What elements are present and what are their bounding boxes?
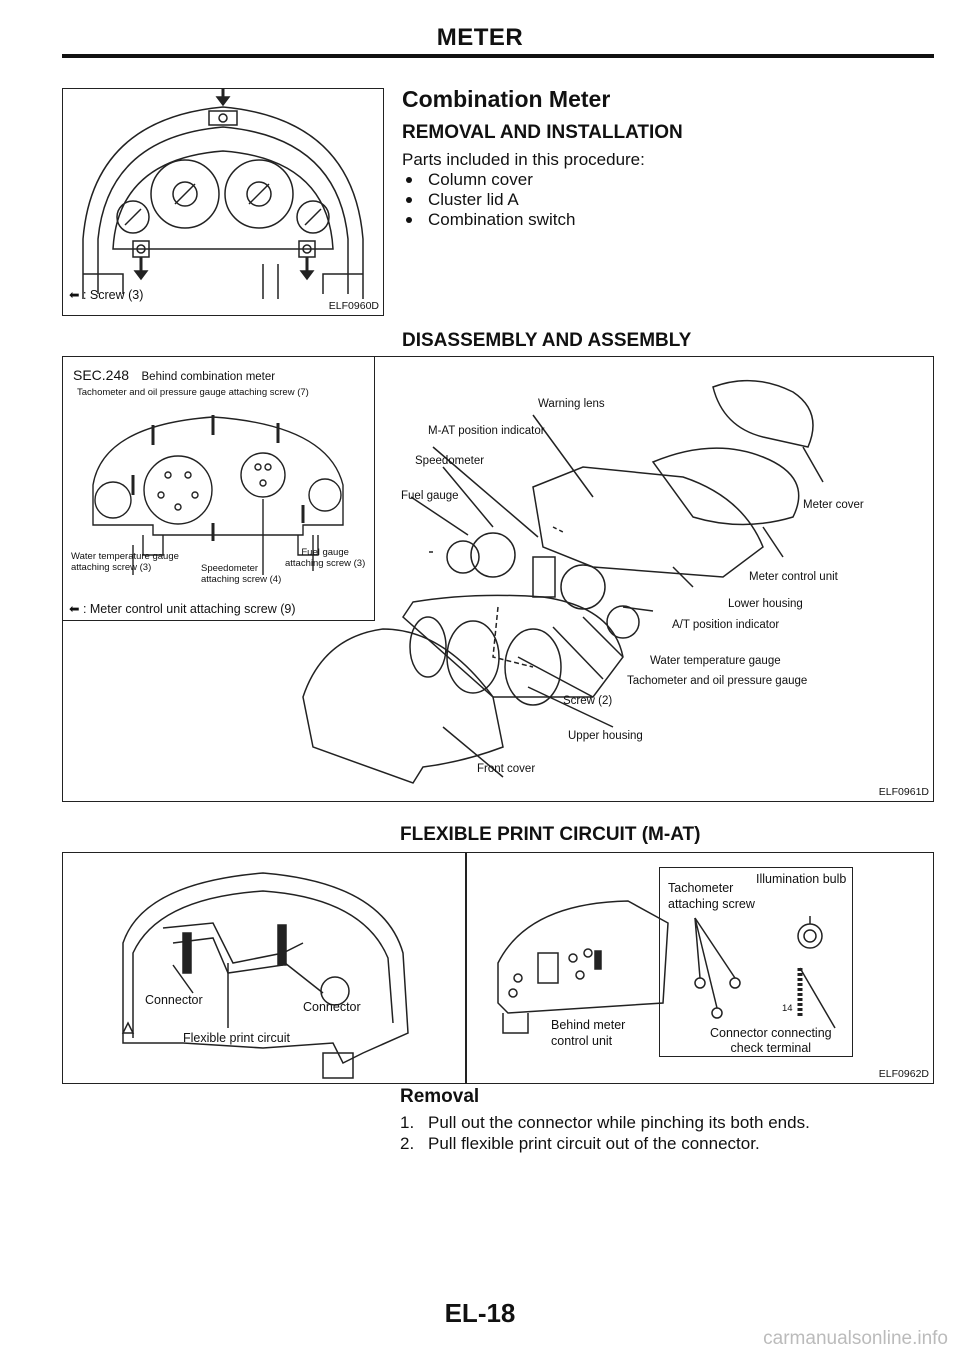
sec-caption: Behind combination meter <box>141 371 276 383</box>
parts-intro: Parts included in this procedure: <box>402 150 645 169</box>
figure-divider <box>465 853 467 1083</box>
label-mat-position: M-AT position indicator <box>428 425 545 437</box>
label-tach-oil: Tachometer and oil pressure gauge <box>627 675 808 687</box>
connector-check-line1: Connector connecting <box>710 1026 832 1040</box>
section-subtitle: REMOVAL AND INSTALLATION <box>402 122 683 143</box>
fig3-code: ELF0962D <box>878 1068 929 1080</box>
water-screw-line1: Water temperature gauge <box>71 551 179 562</box>
label-flexible-print-circuit: Flexible print circuit <box>183 1031 290 1045</box>
removal-step: 2. Pull flexible print circuit out of the… <box>400 1133 810 1154</box>
inset-legend: ⬅ : Meter control unit attaching screw (… <box>69 602 296 616</box>
removal-steps: 1. Pull out the connector while pinching … <box>400 1112 810 1154</box>
behind-meter-line1: Behind meter <box>551 1018 626 1032</box>
figure-disassembly: SEC.248 Behind combination meter Tachome… <box>62 356 934 802</box>
speedo-screw-line2: attaching screw (4) <box>201 574 282 585</box>
label-front-cover: Front cover <box>477 763 536 775</box>
fig2-code: ELF0961D <box>878 786 929 798</box>
label-warning-lens: Warning lens <box>538 398 605 410</box>
step-number: 2. <box>400 1134 415 1153</box>
label-tachometer: Tachometer attaching screw <box>668 880 755 912</box>
cluster-front-drawing <box>63 89 383 315</box>
figure-cluster-front: ⬅ : Screw (3) ELF0960D <box>62 88 384 316</box>
tachometer-drawing <box>660 908 850 1038</box>
label-meter-cover: Meter cover <box>803 499 864 511</box>
exploded-view-drawing <box>293 367 843 787</box>
label-fuel-gauge: Fuel gauge <box>401 490 459 502</box>
figure-flexible: Connector Connector Flexible print circu… <box>62 852 934 1084</box>
label-connector-right: Connector <box>303 1000 361 1014</box>
fuel-screw-line2: attaching screw (3) <box>285 558 366 569</box>
header-rule <box>62 54 934 58</box>
label-speedometer: Speedometer <box>415 455 485 467</box>
label-behind-meter: Behind meter control unit <box>551 1017 625 1049</box>
speedo-screw-line1: Speedometer <box>201 563 259 574</box>
label-connector-left: Connector <box>145 993 203 1007</box>
fuel-screw-line1: Fuel gauge <box>301 547 349 558</box>
connector-check-line2: check terminal <box>730 1041 812 1055</box>
section-title: Combination Meter <box>402 86 611 112</box>
label-pin-14: 14 <box>782 1003 793 1014</box>
page-number: EL-18 <box>444 1298 516 1328</box>
tach-screw-label: Tachometer and oil pressure gauge attach… <box>77 387 309 398</box>
watermark: carmanualsonline.info <box>763 1328 948 1349</box>
removal-step: 1. Pull out the connector while pinching … <box>400 1112 810 1133</box>
removal-title: Removal <box>400 1086 480 1107</box>
label-lower-housing: Lower housing <box>728 598 803 610</box>
parts-list-item: Cluster lid A <box>402 190 575 210</box>
tachometer-line2: attaching screw <box>668 897 755 911</box>
step-number: 1. <box>400 1113 415 1132</box>
step-text: Pull out the connector while pinching it… <box>428 1113 810 1132</box>
label-water-temp: Water temperature gauge <box>650 655 781 667</box>
label-upper-housing: Upper housing <box>568 730 643 742</box>
parts-list-item: Column cover <box>402 170 575 190</box>
flexible-left-drawing <box>63 853 453 1079</box>
fuel-screw-label: Fuel gauge attaching screw (3) <box>285 547 365 569</box>
flexible-title: FLEXIBLE PRINT CIRCUIT (M-AT) <box>400 824 701 845</box>
label-meter-control-unit: Meter control unit <box>749 571 838 583</box>
parts-list-item: Combination switch <box>402 210 575 230</box>
behind-meter-line2: control unit <box>551 1034 613 1048</box>
label-at-position: A/T position indicator <box>672 619 780 631</box>
water-screw-label: Water temperature gauge attaching screw … <box>71 551 179 573</box>
label-connector-check: Connector connecting check terminal <box>710 1026 832 1056</box>
inset-sec: SEC.248 Behind combination meter <box>73 367 275 385</box>
disassembly-title: DISASSEMBLY AND ASSEMBLY <box>402 330 692 351</box>
step-text: Pull flexible print circuit out of the c… <box>428 1134 760 1153</box>
page-header: METER <box>436 24 524 51</box>
tachometer-line1: Tachometer <box>668 881 734 895</box>
inset-behind-meter: SEC.248 Behind combination meter Tachome… <box>63 357 375 621</box>
parts-list: Column cover Cluster lid A Combination s… <box>402 170 575 230</box>
inset-tachometer: Tachometer attaching screw Illumination … <box>659 867 853 1057</box>
label-illumination-bulb: Illumination bulb <box>756 872 847 886</box>
water-screw-line2: attaching screw (3) <box>71 562 152 573</box>
fig1-legend: ⬅ : Screw (3) <box>69 288 144 302</box>
sec-number: SEC.248 <box>73 367 130 383</box>
inset-drawing <box>63 395 373 585</box>
speedo-screw-label: Speedometer attaching screw (4) <box>201 563 281 585</box>
flexible-right-drawing <box>488 883 688 1063</box>
fig1-code: ELF0960D <box>328 300 379 312</box>
label-screw-2: Screw (2) <box>563 695 613 707</box>
